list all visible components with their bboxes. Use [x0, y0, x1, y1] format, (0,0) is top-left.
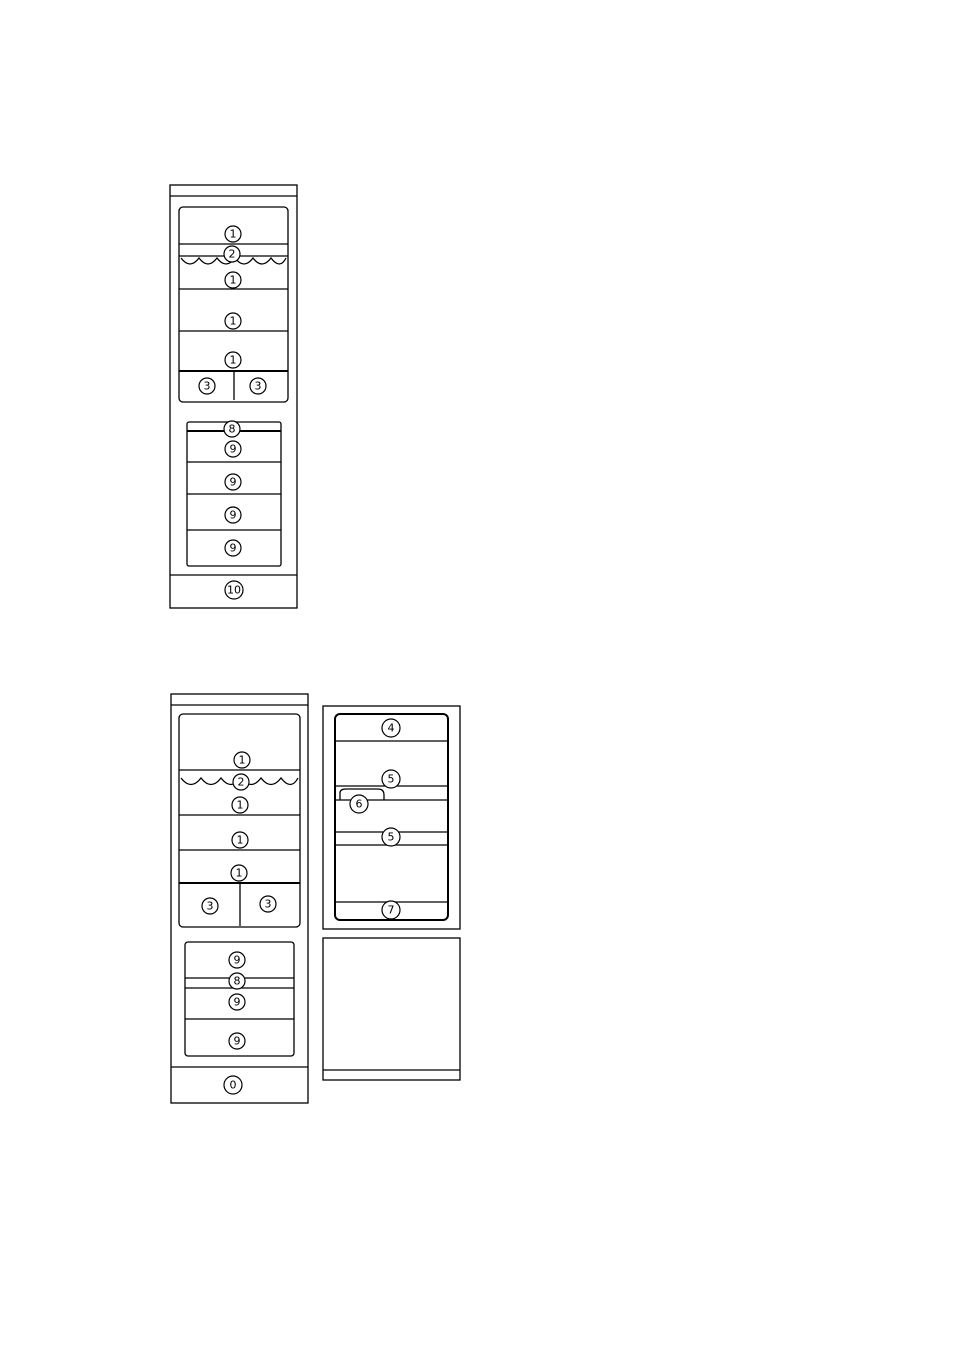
callout-label: 5 — [388, 831, 395, 844]
callout: 1 — [225, 352, 241, 368]
callout-label: 3 — [207, 900, 214, 913]
callout-label: 9 — [234, 1035, 241, 1048]
callout-label: 3 — [204, 380, 211, 393]
callout: 9 — [229, 952, 245, 968]
callout: 5 — [382, 828, 400, 846]
callout-label: 1 — [230, 315, 237, 328]
callout: 1 — [225, 272, 241, 288]
callout-label: 9 — [230, 443, 237, 456]
callout: 6 — [350, 795, 368, 813]
callout: 3 — [202, 898, 218, 914]
callout-label: 9 — [234, 996, 241, 1009]
callout-label: 3 — [255, 380, 262, 393]
callout: 3 — [260, 896, 276, 912]
callout-label: 6 — [356, 798, 363, 811]
callout-label: 9 — [230, 476, 237, 489]
callout-label: 2 — [238, 776, 245, 789]
callout-label: 1 — [239, 754, 246, 767]
fridge-top-callouts: 1 2 1 1 1 3 3 8 9 9 9 9 10 — [199, 226, 266, 599]
door-callouts: 4 5 6 5 7 — [350, 719, 400, 919]
callout: 3 — [199, 378, 215, 394]
callout: 1 — [232, 797, 248, 813]
callout: 1 — [231, 865, 247, 881]
callout: 9 — [229, 994, 245, 1010]
callout-label: 9 — [230, 542, 237, 555]
fridge-bottom-callouts: 1 2 1 1 1 3 3 9 8 9 9 0 — [202, 752, 276, 1094]
callout-label: 5 — [388, 773, 395, 786]
door-upper-outline — [323, 706, 460, 929]
callout: 2 — [233, 774, 249, 790]
callout-label: 1 — [237, 799, 244, 812]
callout-label: 1 — [230, 274, 237, 287]
callout: 10 — [225, 581, 243, 599]
callout: 7 — [382, 901, 400, 919]
callout-label: 3 — [265, 898, 272, 911]
callout-label: 9 — [234, 954, 241, 967]
callout: 8 — [224, 421, 240, 437]
callout-label: 2 — [229, 248, 236, 261]
callout: 1 — [225, 313, 241, 329]
callout: 9 — [225, 507, 241, 523]
callout-label: 1 — [236, 867, 243, 880]
callout: 4 — [382, 719, 400, 737]
callout-label: 10 — [227, 584, 241, 597]
callout: 0 — [224, 1076, 242, 1094]
callout-label: 7 — [388, 904, 395, 917]
callout-label: 8 — [234, 975, 241, 988]
callout-label: 1 — [230, 354, 237, 367]
callout-label: 4 — [388, 722, 395, 735]
callout: 9 — [225, 474, 241, 490]
callout: 5 — [382, 770, 400, 788]
callout: 9 — [225, 540, 241, 556]
callout: 1 — [234, 752, 250, 768]
door-lower-outline — [323, 938, 460, 1080]
callout: 9 — [229, 1033, 245, 1049]
callout: 2 — [224, 246, 240, 262]
callout-label: 9 — [230, 509, 237, 522]
callout: 1 — [232, 832, 248, 848]
callout-label: 1 — [230, 228, 237, 241]
callout: 1 — [225, 226, 241, 242]
callout: 9 — [225, 441, 241, 457]
callout: 8 — [229, 973, 245, 989]
callout-label: 8 — [229, 423, 236, 436]
callout: 3 — [250, 378, 266, 394]
callout-label: 0 — [230, 1079, 237, 1092]
callout-label: 1 — [237, 834, 244, 847]
